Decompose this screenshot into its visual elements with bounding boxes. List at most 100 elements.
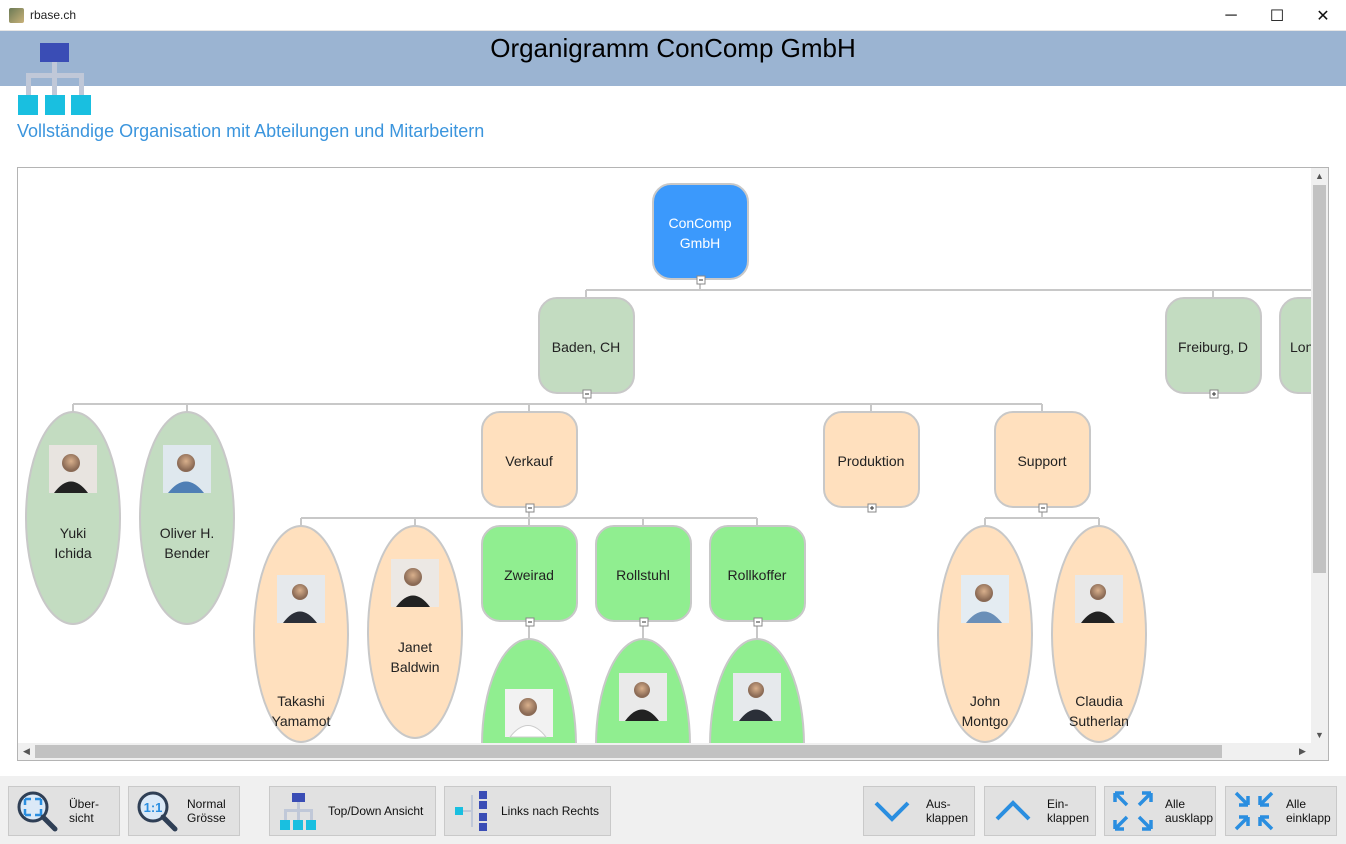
- page-title: Organigramm ConComp GmbH: [490, 33, 856, 63]
- svg-text:Support: Support: [1017, 453, 1066, 469]
- org-node-root[interactable]: ConComp GmbH: [652, 183, 749, 280]
- org-node-root-label-line2: GmbH: [680, 235, 720, 251]
- svg-text:Lon: Lon: [1290, 339, 1312, 355]
- person-photo: [619, 673, 667, 721]
- overview-button[interactable]: Über- sicht: [8, 786, 120, 836]
- person-photo: [49, 445, 97, 493]
- person-photo: [163, 445, 211, 493]
- left-right-icon: [455, 791, 487, 831]
- org-node-person-oliver[interactable]: Oliver H. Bender: [139, 411, 235, 625]
- scroll-up-arrow[interactable]: ▲: [1315, 171, 1324, 181]
- horizontal-scrollbar[interactable]: ◀ ▶: [18, 743, 1311, 760]
- org-chart-canvas: ConComp GmbH Baden, CH Freiburg, D Lon Y…: [25, 183, 1312, 744]
- scroll-down-arrow[interactable]: ▼: [1315, 730, 1324, 740]
- chevron-up-icon: [995, 800, 1031, 821]
- normal-size-label: Normal Grösse: [187, 797, 226, 825]
- person-photo: [277, 575, 325, 623]
- collapse-all-icon: [1234, 791, 1274, 831]
- collapse-toggle-zweirad[interactable]: [525, 617, 535, 627]
- person-photo: [961, 575, 1009, 623]
- collapse-toggle-support[interactable]: [1038, 503, 1048, 513]
- collapse-button[interactable]: Ein- klappen: [984, 786, 1096, 836]
- person-name-line2: Bender: [164, 545, 209, 561]
- zoom-actual-icon: 1:1: [137, 791, 178, 832]
- app-icon: [9, 8, 24, 23]
- org-node-person-takashi[interactable]: Takashi Yamamot: [253, 525, 349, 743]
- svg-text:Rollstuhl: Rollstuhl: [616, 567, 670, 583]
- person-name-line1: Yuki: [60, 525, 86, 541]
- maximize-button[interactable]: ☐: [1269, 7, 1285, 25]
- person-name-line2: Montgo: [962, 713, 1009, 729]
- org-node-team-zweirad[interactable]: Zweirad: [481, 525, 578, 622]
- page-subtitle: Vollständige Organisation mit Abteilunge…: [17, 121, 485, 141]
- expand-toggle-produktion[interactable]: [867, 503, 877, 513]
- org-node-person-yuki[interactable]: Yuki Ichida: [25, 411, 121, 625]
- close-button[interactable]: ✕: [1316, 7, 1330, 25]
- chevron-down-icon: [874, 801, 910, 822]
- vertical-scrollbar[interactable]: ▲ ▼: [1311, 168, 1328, 744]
- org-node-location-lon[interactable]: Lon: [1279, 297, 1312, 394]
- scroll-left-arrow[interactable]: ◀: [23, 746, 30, 756]
- collapse-toggle-root[interactable]: [696, 275, 706, 285]
- org-node-person-janet[interactable]: Janet Baldwin: [367, 525, 463, 739]
- collapse-toggle-rollstuhl[interactable]: [639, 617, 649, 627]
- person-photo: [505, 689, 553, 738]
- top-down-label: Top/Down Ansicht: [328, 804, 424, 818]
- left-right-view-button[interactable]: Links nach Rechts: [444, 786, 611, 836]
- org-node-person-rollkoffer-member[interactable]: [709, 638, 805, 744]
- org-node-team-rollstuhl[interactable]: Rollstuhl: [595, 525, 692, 622]
- top-down-icon: [280, 793, 316, 830]
- vertical-scroll-thumb[interactable]: [1313, 185, 1326, 573]
- org-node-team-rollkoffer[interactable]: Rollkoffer: [709, 525, 806, 622]
- svg-text:Freiburg, D: Freiburg, D: [1178, 339, 1248, 355]
- minimize-button[interactable]: ─: [1225, 6, 1237, 24]
- top-down-view-button[interactable]: Top/Down Ansicht: [269, 786, 436, 836]
- left-right-label: Links nach Rechts: [501, 804, 600, 818]
- window-title: rbase.ch: [30, 8, 77, 22]
- org-node-department-produktion[interactable]: Produktion: [823, 411, 920, 508]
- person-name-line2: Yamamot: [272, 713, 331, 729]
- expand-all-label: Alle ausklapp: [1165, 797, 1214, 825]
- org-chart-viewport[interactable]: ConComp GmbH Baden, CH Freiburg, D Lon Y…: [17, 167, 1329, 761]
- org-node-root-label-line1: ConComp: [668, 215, 731, 231]
- person-name-line1: Oliver H.: [160, 525, 214, 541]
- org-node-person-rollstuhl-member[interactable]: [595, 638, 691, 744]
- expand-button[interactable]: Aus- klappen: [863, 786, 975, 836]
- collapse-all-label: Alle einklapp: [1286, 797, 1331, 825]
- org-chart-icon: [18, 43, 91, 115]
- expand-all-icon: [1113, 791, 1153, 831]
- person-photo: [733, 673, 781, 721]
- person-name-line1: Takashi: [277, 693, 324, 709]
- expand-label: Aus- klappen: [926, 797, 969, 825]
- org-node-department-verkauf[interactable]: Verkauf: [481, 411, 578, 508]
- org-node-person-claudia[interactable]: Claudia Sutherlan: [1051, 525, 1147, 743]
- svg-text:1:1: 1:1: [144, 800, 163, 815]
- org-node-department-support[interactable]: Support: [994, 411, 1091, 508]
- svg-text:Baden, CH: Baden, CH: [552, 339, 620, 355]
- collapse-toggle-rollkoffer[interactable]: [753, 617, 763, 627]
- person-name-line1: Claudia: [1075, 693, 1123, 709]
- org-node-location-baden[interactable]: Baden, CH: [538, 297, 635, 394]
- svg-text:Produktion: Produktion: [838, 453, 905, 469]
- org-node-person-john[interactable]: John Montgo: [937, 525, 1033, 743]
- horizontal-scroll-thumb[interactable]: [35, 745, 1222, 758]
- scrollbar-corner: [1311, 743, 1328, 760]
- overview-label: Über- sicht: [69, 797, 100, 825]
- scroll-right-arrow[interactable]: ▶: [1299, 746, 1306, 756]
- org-node-location-freiburg[interactable]: Freiburg, D: [1165, 297, 1262, 394]
- zoom-fit-icon: [17, 791, 58, 832]
- collapse-label: Ein- klappen: [1047, 797, 1090, 825]
- expand-toggle-freiburg[interactable]: [1209, 389, 1219, 399]
- header-banner: [0, 31, 1346, 86]
- window-titlebar: rbase.ch ─ ☐ ✕: [0, 0, 1346, 31]
- svg-text:Verkauf: Verkauf: [505, 453, 553, 469]
- collapse-toggle-baden[interactable]: [582, 389, 592, 399]
- normal-size-button[interactable]: 1:1 Normal Grösse: [128, 786, 240, 836]
- collapse-toggle-verkauf[interactable]: [525, 503, 535, 513]
- person-name-line1: Janet: [398, 639, 432, 655]
- expand-all-button[interactable]: Alle ausklapp: [1104, 786, 1216, 836]
- collapse-all-button[interactable]: Alle einklapp: [1225, 786, 1337, 836]
- org-node-person-zweirad-member[interactable]: [481, 638, 577, 744]
- person-name-line1: John: [970, 693, 1000, 709]
- person-name-line2: Sutherlan: [1069, 713, 1129, 729]
